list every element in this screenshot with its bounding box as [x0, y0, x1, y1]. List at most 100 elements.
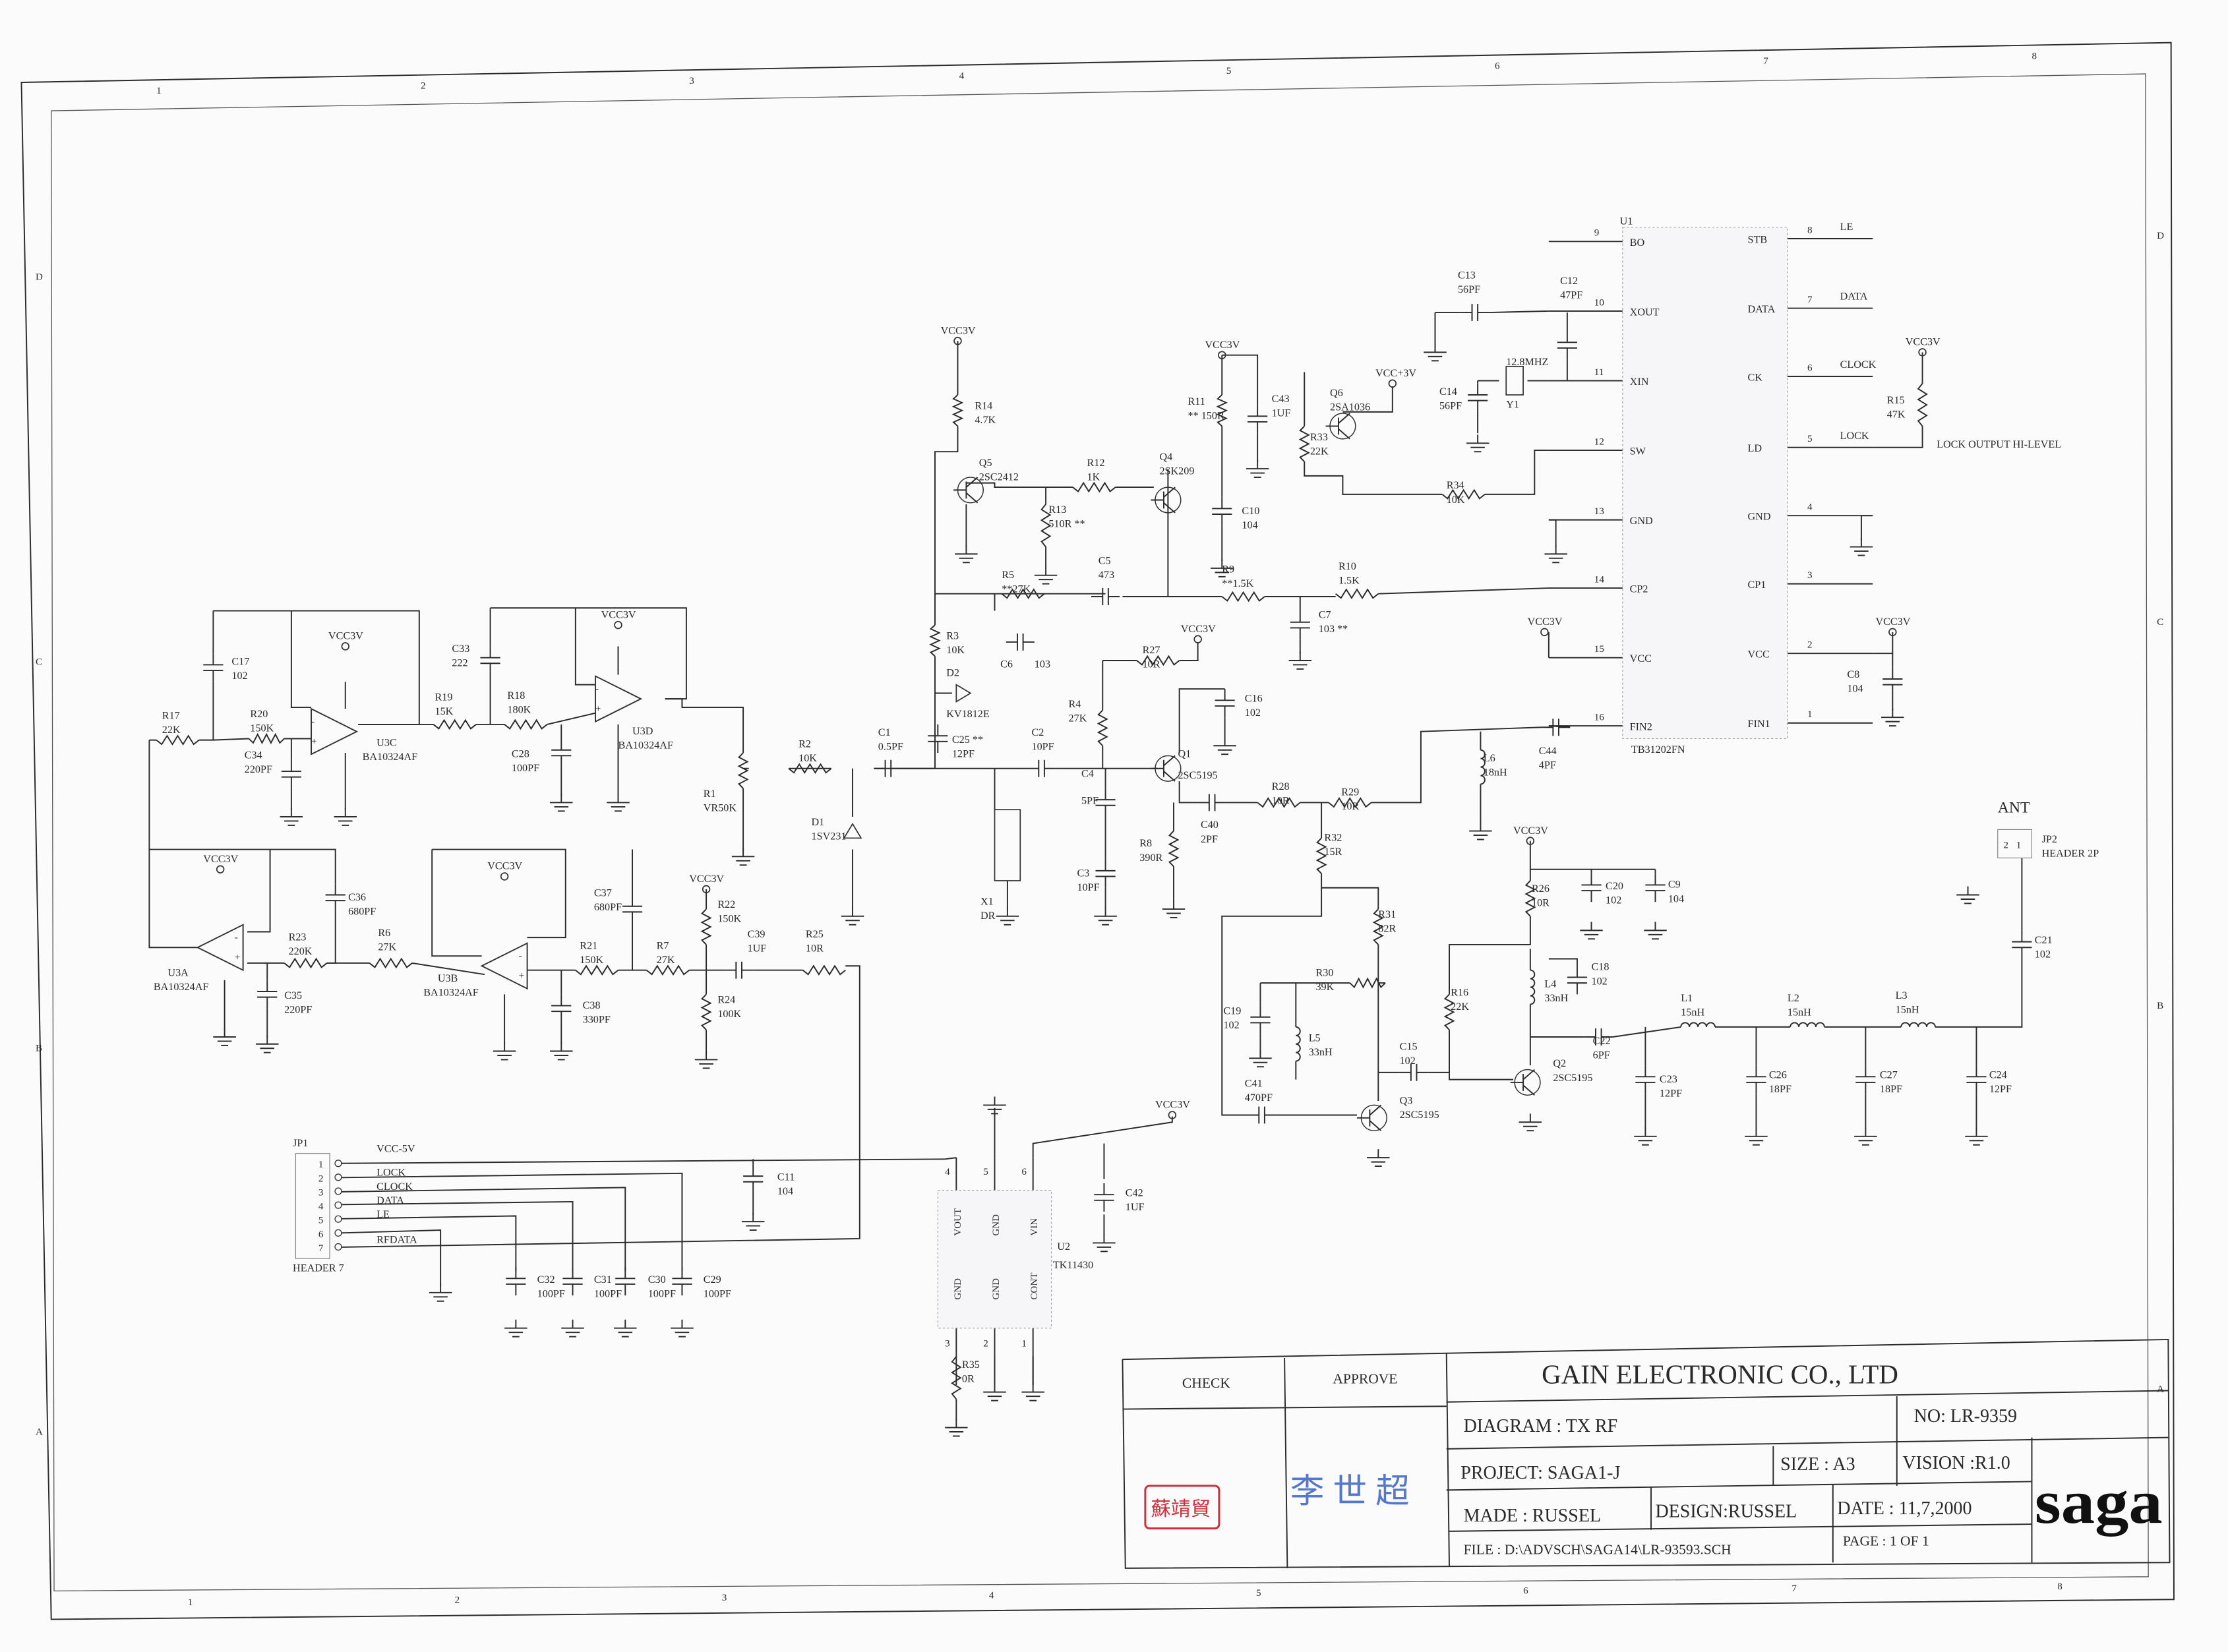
c22-ref: C22 — [1593, 1036, 1611, 1047]
c12-value: 47PF — [1560, 290, 1582, 301]
u3d-opamp-symbol — [595, 675, 643, 723]
c3-value: 10PF — [1077, 882, 1099, 893]
wire — [1612, 1026, 1681, 1038]
ground-icon — [955, 545, 978, 564]
u3c-opamp-symbol — [311, 707, 359, 755]
r16-ref: R16 — [1451, 987, 1468, 998]
wire — [1378, 587, 1549, 595]
c44-value: 4PF — [1539, 760, 1556, 771]
r6-ref: R6 — [378, 928, 390, 939]
ground-icon — [1021, 1383, 1044, 1401]
u1-body — [1622, 227, 1788, 740]
u2-pin-name: VOUT — [953, 1208, 963, 1236]
u2-pin-number: 1 — [1021, 1339, 1027, 1349]
r24-value: 100K — [717, 1009, 741, 1020]
c12-symbol — [1557, 331, 1577, 360]
c26-ref: C26 — [1769, 1069, 1787, 1080]
u1-pin-name: GND — [1630, 516, 1653, 527]
r21-symbol — [575, 964, 619, 976]
jp1-net-label: LE — [376, 1209, 390, 1220]
r26-ref: R26 — [1532, 883, 1550, 895]
c27-symbol — [1855, 1065, 1876, 1094]
wire — [1321, 887, 1379, 910]
power-terminal-icon — [953, 336, 962, 345]
c5-value: 473 — [1099, 570, 1114, 581]
c11-symbol — [743, 1164, 764, 1194]
power-terminal-icon — [1526, 837, 1535, 845]
u1-pin-name: XIN — [1630, 376, 1649, 388]
r13-value: 510R ** — [1048, 518, 1085, 529]
u1-ref: U1 — [1620, 216, 1633, 227]
u1-pin-number: 9 — [1594, 228, 1600, 239]
column-marker: 4 — [989, 1591, 994, 1601]
jp1-pin-number: 2 — [318, 1173, 324, 1184]
r3-symbol — [929, 624, 941, 657]
r26-value: 10R — [1532, 898, 1550, 909]
c36-value: 680PF — [348, 906, 376, 918]
u2-body — [937, 1190, 1052, 1329]
q5-value: 2SC2412 — [979, 471, 1019, 483]
c19-symbol — [1250, 1005, 1271, 1034]
c40-ref: C40 — [1201, 819, 1219, 831]
wire — [220, 848, 336, 884]
r28-symbol — [1257, 797, 1301, 808]
ground-icon — [996, 907, 1019, 926]
ground-icon — [1634, 1127, 1657, 1146]
c44-symbol — [1542, 719, 1571, 736]
r5-value: **27K — [1002, 584, 1031, 595]
r25-symbol — [802, 964, 846, 976]
c17-symbol — [203, 653, 224, 682]
noninverting-input-sign: + — [235, 953, 241, 963]
jp1-net-label: DATA — [376, 1195, 404, 1206]
power-net-label: VCC3V — [941, 325, 976, 336]
c43-value: 1UF — [1272, 407, 1291, 419]
r5-symbol — [1001, 588, 1045, 599]
c11-ref: C11 — [777, 1172, 795, 1183]
r7-value: 27K — [657, 955, 675, 966]
c31-value: 100PF — [594, 1288, 622, 1299]
l5-ref: L5 — [1309, 1032, 1321, 1044]
r12-ref: R12 — [1087, 457, 1105, 469]
lock-output-note: LOCK OUTPUT HI-LEVEL — [1937, 439, 2061, 450]
c25-ref: C25 ** — [952, 734, 983, 746]
power-net-label: VCC+3V — [1375, 368, 1416, 379]
l2-ref: L2 — [1788, 993, 1799, 1004]
u1-pin-name: VCC — [1630, 653, 1652, 664]
wire — [341, 1229, 442, 1286]
date: DATE : 11,7,2000 — [1837, 1498, 1972, 1519]
ground-icon — [1288, 652, 1312, 670]
c6-symbol — [1006, 634, 1035, 651]
q4-value: 2SK209 — [1159, 466, 1194, 477]
jp1-pin-number: 3 — [318, 1187, 324, 1198]
r11-ref: R11 — [1188, 396, 1205, 407]
r7-symbol — [646, 964, 690, 976]
c42-symbol — [1094, 1183, 1114, 1212]
c43-ref: C43 — [1272, 394, 1290, 405]
power-net-label: VCC3V — [1205, 339, 1240, 351]
c38-symbol — [551, 994, 572, 1023]
u1-pin-number: 5 — [1807, 434, 1813, 444]
power-terminal-icon — [1918, 348, 1927, 357]
column-marker: 5 — [1226, 66, 1232, 76]
r23-ref: R23 — [289, 931, 307, 943]
wire — [341, 1200, 574, 1272]
column-marker: 2 — [455, 1595, 460, 1605]
ground-icon — [694, 1051, 718, 1069]
c36-symbol — [325, 883, 346, 912]
jp1-header: JP1 HEADER 7 VCC-5V 1234567LOCKCLOCKDATA… — [293, 1138, 417, 1274]
ground-icon — [1854, 1127, 1877, 1146]
wire — [490, 607, 687, 700]
c35-value: 220PF — [284, 1004, 312, 1015]
c28-symbol — [551, 738, 572, 767]
ground-icon — [1850, 538, 1873, 556]
u1-pin-name: FIN1 — [1748, 719, 1770, 730]
r9-ref: R9 — [1222, 564, 1234, 575]
c7-value: 103 ** — [1319, 624, 1348, 635]
l3-value: 15nH — [1896, 1004, 1919, 1015]
u1-net-label: LOCK — [1840, 430, 1869, 442]
divider — [1445, 1353, 1450, 1567]
r17-value: 22K — [162, 724, 181, 736]
wire — [1873, 426, 1923, 448]
c29-symbol — [672, 1267, 692, 1296]
column-marker: 7 — [1791, 1583, 1797, 1594]
